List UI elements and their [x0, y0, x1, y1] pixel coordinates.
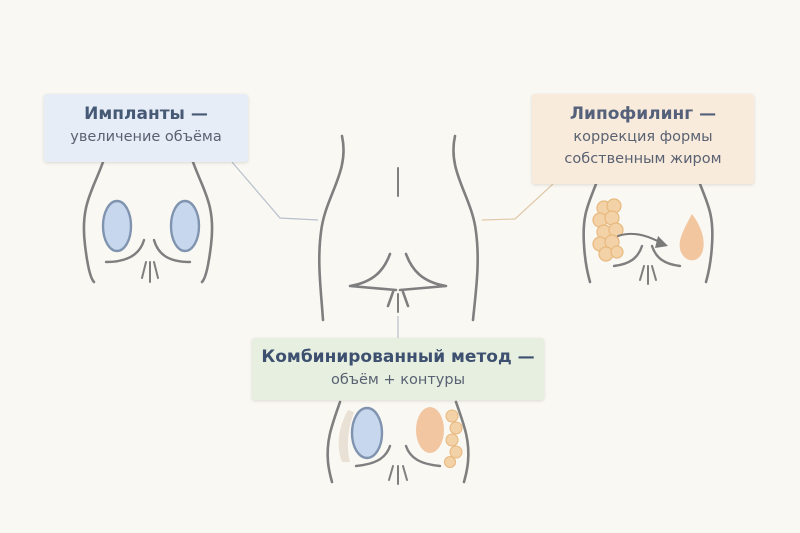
combo-crease: [388, 465, 408, 485]
combined-subtitle: объём + контуры: [330, 372, 466, 388]
implants-subtitle: увеличение объёма: [70, 129, 222, 145]
implants-cheek-line: [104, 238, 192, 264]
combo-cheek-line: [354, 444, 442, 468]
central-right-cheek: [398, 252, 448, 292]
lipo-right-contour: [698, 182, 714, 284]
central-right-contour: [452, 134, 479, 322]
connector-lines: [231, 161, 554, 340]
combined-title: Комбинированный метод —: [261, 347, 535, 367]
central-crease-right: [401, 290, 410, 308]
transfer-arrow-head: [655, 236, 668, 248]
implants-title: Импланты —: [84, 104, 208, 124]
combo-fat-cluster: [443, 409, 463, 469]
central-figure: [317, 134, 479, 322]
implant-right: [169, 199, 201, 253]
implants-label-box: Импланты — увеличение объёма: [44, 94, 248, 162]
lipofilling-label-box: Липофилинг — коррекция формы собственным…: [532, 94, 754, 184]
lipo-cheek-line: [612, 244, 682, 268]
central-left-cheek: [348, 252, 398, 292]
implant-left: [101, 199, 133, 253]
fat-cluster: [592, 198, 624, 262]
implants-crease: [141, 261, 159, 283]
central-crease-left: [386, 290, 395, 308]
lipofilling-subtitle-2: собственным жиром: [564, 151, 722, 167]
fat-droplet: [679, 214, 704, 261]
lipofilling-title: Липофилинг —: [569, 104, 717, 124]
implants-figure: [82, 160, 214, 284]
connector-lipofilling: [481, 183, 554, 221]
combo-right-contour: [454, 400, 470, 484]
connector-implants: [231, 161, 319, 221]
implants-right-contour: [191, 160, 214, 284]
combo-implant: [350, 406, 384, 460]
combined-figure: [326, 400, 470, 485]
combo-left-contour: [326, 400, 342, 484]
lipo-crease: [639, 265, 657, 285]
combo-fat-shape: [416, 407, 444, 453]
lipofilling-subtitle-1: коррекция формы: [573, 129, 713, 145]
lipo-left-contour: [582, 182, 598, 284]
lipofilling-figure: [582, 182, 714, 285]
implants-left-contour: [82, 160, 105, 284]
combo-shade: [338, 410, 354, 462]
central-left-contour: [317, 134, 345, 322]
combined-label-box: Комбинированный метод — объём + контуры: [252, 338, 544, 400]
